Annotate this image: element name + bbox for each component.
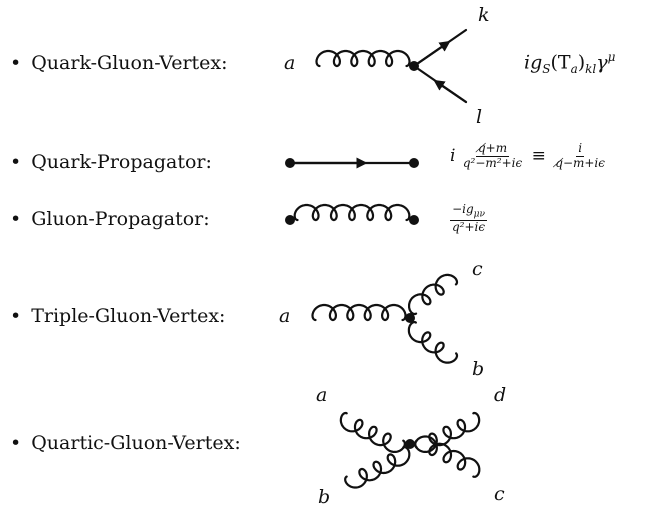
index-a-tgv: a [279,305,291,327]
gluon-end-dot [409,215,419,225]
gluon-line-c [408,273,459,316]
row-label: Quark-Propagator: [31,151,212,173]
bullet: • [10,208,22,230]
gluon-line-c [414,435,481,478]
index-b-quartic: b [318,486,331,508]
index-b-tgv: b [472,358,485,380]
row-label: Triple-Gluon-Vertex: [31,305,226,327]
index-c-tgv: c [472,258,483,280]
gluon-line-a [311,303,407,322]
bullet: • [10,52,22,74]
index-d-quartic: d [494,384,507,406]
vertex-dot [405,313,415,323]
index-c-quartic: c [494,483,505,505]
bullet: • [10,432,22,454]
gluon-line-a [339,411,406,453]
gluon-line-b [407,321,459,364]
row-gluon-propagator: • Gluon-Propagator: [10,208,210,230]
row-quark-propagator: • Quark-Propagator: [10,151,212,173]
row-quartic-gluon-vertex: • Quartic-Gluon-Vertex: [10,432,241,454]
arrow-l [433,79,468,104]
gluon-line-b [344,446,411,489]
formula-quark-gluon-vertex: igS(Ta)klγμ [524,50,616,77]
index-a-quartic: a [316,384,328,406]
gluon-propagator-line [293,203,411,222]
arrow-k [412,40,451,68]
row-label: Quartic-Gluon-Vertex: [31,432,241,454]
bullet: • [10,151,22,173]
vertex-dot [405,439,415,449]
index-l-qgv: l [476,106,483,128]
row-label: Gluon-Propagator: [31,208,210,230]
gluon-start-dot [285,215,295,225]
row-quark-gluon-vertex: • Quark-Gluon-Vertex: [10,52,228,74]
bullet: • [10,305,22,327]
index-k-qgv: k [478,4,490,26]
gluon-line [315,49,411,68]
row-triple-gluon-vertex: • Triple-Gluon-Vertex: [10,305,225,327]
row-label: Quark-Gluon-Vertex: [31,52,228,74]
index-a-qgv: a [284,52,296,74]
